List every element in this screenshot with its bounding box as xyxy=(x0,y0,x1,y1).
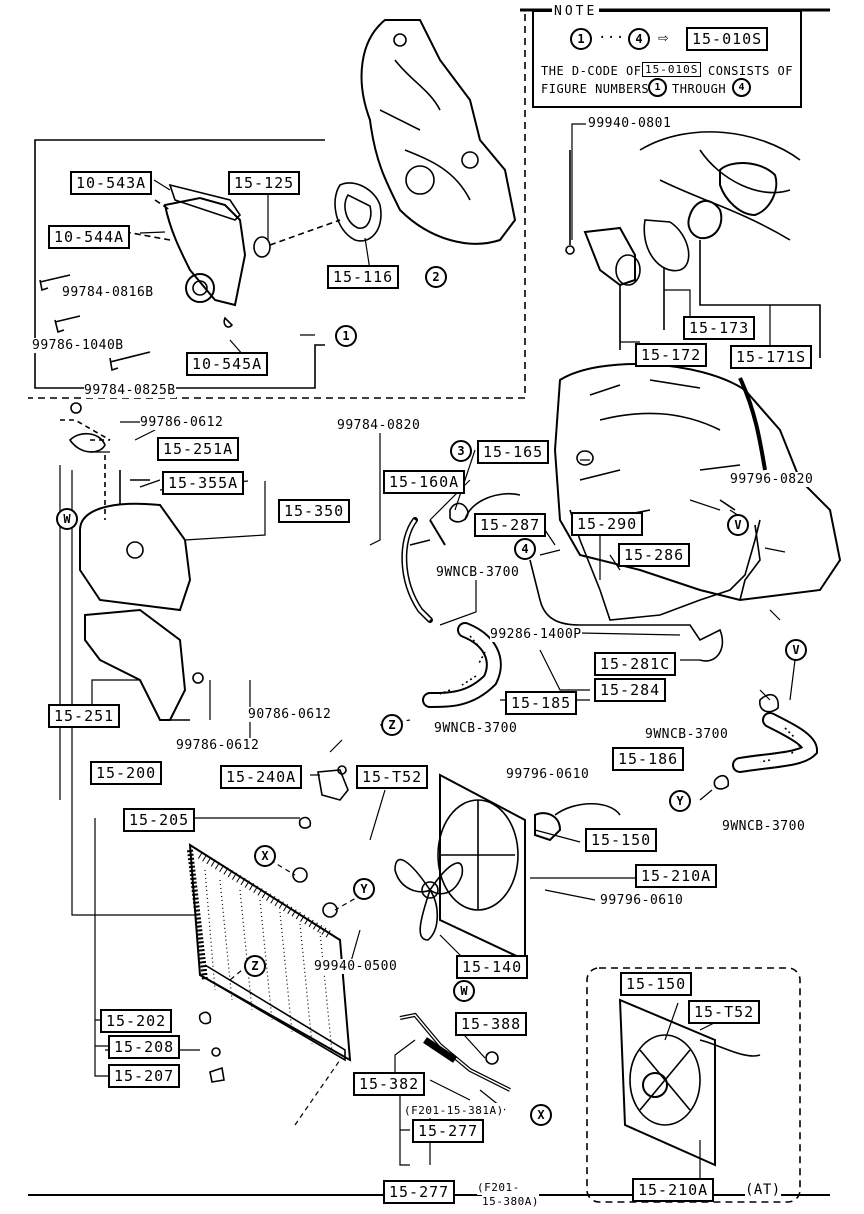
part-15-185[interactable]: 15-185 xyxy=(505,691,578,715)
callout-V-1: V xyxy=(727,514,749,536)
callout-Z-2: Z xyxy=(244,955,266,977)
part-15-165[interactable]: 15-165 xyxy=(477,440,550,464)
callout-W-2: W xyxy=(453,980,475,1002)
part-15-290[interactable]: 15-290 xyxy=(571,512,644,536)
note-arrow-icon: ⇨ xyxy=(658,28,669,48)
note-range-start: 1 xyxy=(570,28,592,50)
note-line2-end: 4 xyxy=(732,78,751,97)
part-15-284[interactable]: 15-284 xyxy=(594,678,667,702)
part-15-281C[interactable]: 15-281C xyxy=(594,652,677,676)
note-inline-code: 15-010S xyxy=(642,62,702,77)
bolt-99784-0820: 99784-0820 xyxy=(337,418,421,433)
bolt-99796-0610-b: 99796-0610 xyxy=(600,893,684,908)
part-15-388[interactable]: 15-388 xyxy=(455,1012,528,1036)
part-15-287[interactable]: 15-287 xyxy=(474,513,547,537)
part-15-186[interactable]: 15-186 xyxy=(612,747,685,771)
part-15-171S[interactable]: 15-171S xyxy=(730,345,813,369)
bolt-99784-0825B: 99784-0825B xyxy=(84,383,176,398)
part-15-207[interactable]: 15-207 xyxy=(108,1064,181,1088)
part-10-545A[interactable]: 10-545A xyxy=(186,352,269,376)
note-range-dots: ··· xyxy=(598,30,625,46)
part-15-150-at[interactable]: 15-150 xyxy=(620,972,693,996)
part-15-172[interactable]: 15-172 xyxy=(635,343,708,367)
part-15-173[interactable]: 15-173 xyxy=(683,316,756,340)
callout-3: 3 xyxy=(450,440,472,462)
part-15-160A[interactable]: 15-160A xyxy=(383,470,466,494)
note-box xyxy=(532,10,802,108)
part-15-116[interactable]: 15-116 xyxy=(327,265,400,289)
bolt-90786-0612: 90786-0612 xyxy=(248,707,332,722)
bolt-99796-0610-a: 99796-0610 xyxy=(506,767,590,782)
note-line2-prefix: FIGURE NUMBERS xyxy=(541,82,650,96)
bolt-9WNCB-3700-a: 9WNCB-3700 xyxy=(436,565,520,580)
part-10-544A[interactable]: 10-544A xyxy=(48,225,131,249)
bolt-9WNCB-3700-d: 9WNCB-3700 xyxy=(722,819,806,834)
callout-W-1: W xyxy=(56,508,78,530)
bolt-99786-0612-b: 99786-0612 xyxy=(176,738,260,753)
part-15-202[interactable]: 15-202 xyxy=(100,1009,173,1033)
part-10-543A[interactable]: 10-543A xyxy=(70,171,153,195)
part-15-251A[interactable]: 15-251A xyxy=(157,437,240,461)
bolt-99940-0500: 99940-0500 xyxy=(314,959,398,974)
ref-f201-15-381A: (F201-15-381A) xyxy=(404,1103,504,1118)
part-15-240A[interactable]: 15-240A xyxy=(220,765,303,789)
bolt-99784-0816B: 99784-0816B xyxy=(62,285,154,300)
bolt-99786-0612-a: 99786-0612 xyxy=(140,415,224,430)
ref-f201-15-380A-1: (F201- xyxy=(477,1180,520,1195)
note-line2-start: 1 xyxy=(648,78,667,97)
part-15-205[interactable]: 15-205 xyxy=(123,808,196,832)
part-15-286[interactable]: 15-286 xyxy=(618,543,691,567)
bolt-99786-1040B: 99786-1040B xyxy=(32,338,124,353)
bolt-9WNCB-3700-c: 9WNCB-3700 xyxy=(645,727,729,742)
callout-1: 1 xyxy=(335,325,357,347)
part-15-140[interactable]: 15-140 xyxy=(456,955,529,979)
at-label: (AT) xyxy=(745,1182,781,1198)
part-15-125[interactable]: 15-125 xyxy=(228,171,301,195)
callout-X-2: X xyxy=(530,1104,552,1126)
ref-f201-15-380A-2: 15-380A) xyxy=(482,1194,539,1209)
part-15-277-b[interactable]: 15-277 xyxy=(383,1180,456,1204)
part-15-355A[interactable]: 15-355A xyxy=(162,471,245,495)
note-line2-mid: THROUGH xyxy=(672,82,727,96)
callout-V-2: V xyxy=(785,639,807,661)
callout-4: 4 xyxy=(514,538,536,560)
part-15-210A[interactable]: 15-210A xyxy=(635,864,718,888)
callout-Z-1: Z xyxy=(381,714,403,736)
callout-2: 2 xyxy=(425,266,447,288)
part-15-382[interactable]: 15-382 xyxy=(353,1072,426,1096)
part-15-208[interactable]: 15-208 xyxy=(108,1035,181,1059)
bolt-99286-1400P: 99286-1400P xyxy=(490,627,582,642)
part-15-T52-at[interactable]: 15-T52 xyxy=(688,1000,761,1024)
bolt-9WNCB-3700-b: 9WNCB-3700 xyxy=(434,721,518,736)
note-line1-suffix: CONSISTS OF xyxy=(708,64,793,78)
part-15-277-a[interactable]: 15-277 xyxy=(412,1119,485,1143)
bolt-99796-0820: 99796-0820 xyxy=(730,472,814,487)
part-15-210A-at[interactable]: 15-210A xyxy=(632,1178,715,1202)
part-15-200[interactable]: 15-200 xyxy=(90,761,163,785)
bolt-99940-0801: 99940-0801 xyxy=(588,116,672,131)
part-15-150[interactable]: 15-150 xyxy=(585,828,658,852)
part-15-350[interactable]: 15-350 xyxy=(278,499,351,523)
callout-X-1: X xyxy=(254,845,276,867)
callout-Y-2: Y xyxy=(669,790,691,812)
note-line1-prefix: THE D-CODE OF xyxy=(541,64,642,78)
callout-Y-1: Y xyxy=(353,878,375,900)
note-range-end: 4 xyxy=(628,28,650,50)
note-code-box: 15-010S xyxy=(686,27,769,51)
part-15-T52[interactable]: 15-T52 xyxy=(356,765,429,789)
note-title: NOTE xyxy=(552,4,600,19)
part-15-251[interactable]: 15-251 xyxy=(48,704,121,728)
